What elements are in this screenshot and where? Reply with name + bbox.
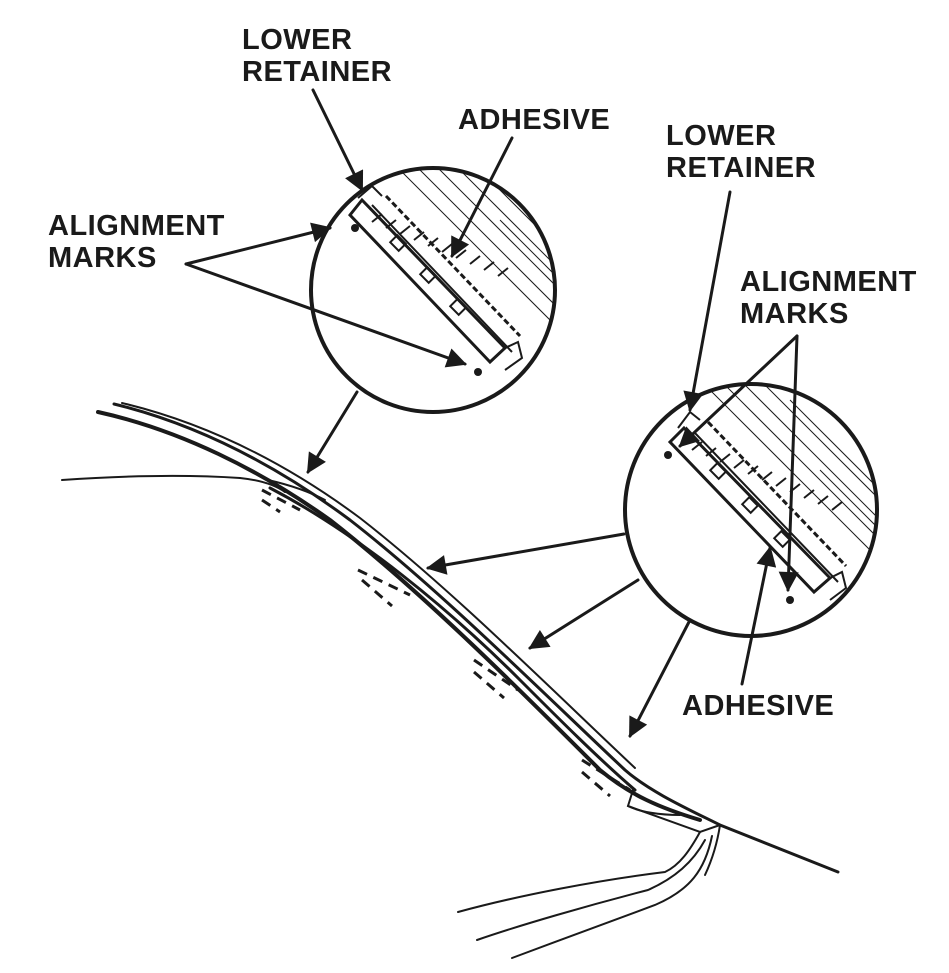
label-lower-retainer-right: LOWER RETAINER bbox=[666, 120, 816, 184]
label-adhesive-right: ADHESIVE bbox=[682, 690, 834, 722]
callout-circle-left bbox=[309, 166, 557, 414]
label-lower-retainer-left-line2: RETAINER bbox=[242, 56, 393, 88]
label-lower-retainer-right-line1: LOWER bbox=[666, 120, 777, 152]
label-lower-retainer-left-line1: LOWER bbox=[242, 24, 353, 56]
label-adhesive-right-text: ADHESIVE bbox=[682, 690, 835, 722]
callout-circle-right bbox=[623, 382, 879, 638]
label-alignment-marks-right-line1: ALIGNMENT bbox=[740, 266, 917, 298]
label-lower-retainer-right-line2: RETAINER bbox=[666, 152, 817, 184]
label-adhesive-left: ADHESIVE bbox=[458, 104, 610, 136]
label-alignment-marks-left-line1: ALIGNMENT bbox=[48, 210, 225, 242]
retainer-positions bbox=[261, 488, 631, 798]
label-adhesive-left-text: ADHESIVE bbox=[458, 104, 611, 136]
label-alignment-marks-right-line2: MARKS bbox=[740, 298, 849, 330]
label-alignment-marks-right: ALIGNMENT MARKS bbox=[740, 266, 917, 330]
label-alignment-marks-left-line2: MARKS bbox=[48, 242, 157, 274]
leader-lines bbox=[184, 88, 799, 738]
label-alignment-marks-left: ALIGNMENT MARKS bbox=[48, 210, 225, 274]
label-lower-retainer-left: LOWER RETAINER bbox=[242, 24, 392, 88]
